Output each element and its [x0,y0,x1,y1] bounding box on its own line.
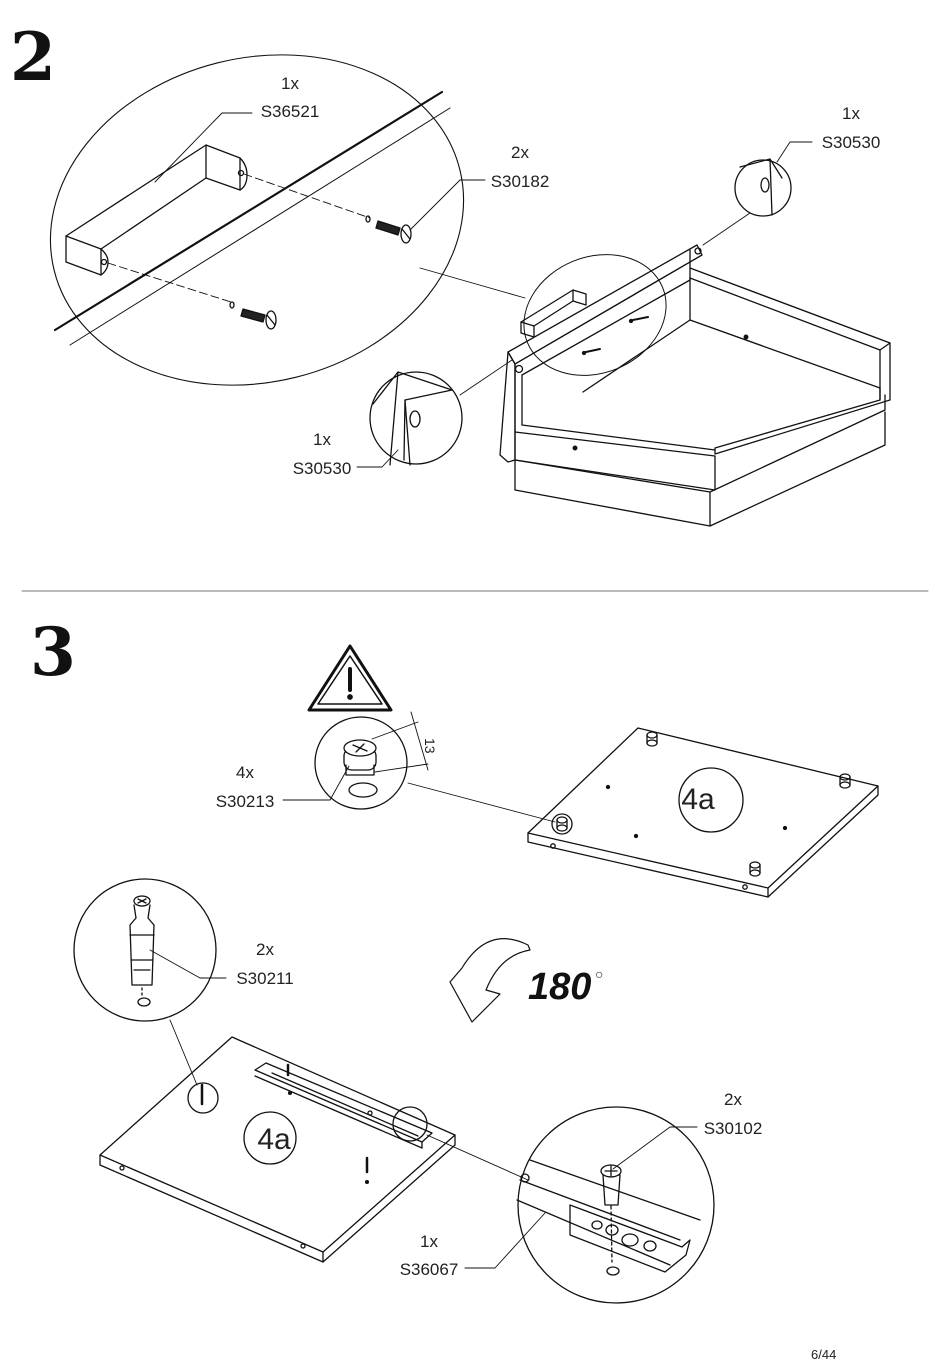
rotation-label: 180 [528,966,592,1008]
dowel-bubble [74,879,226,1085]
page-number: 6/44 [811,1347,837,1362]
drawer-box [500,245,890,526]
cam-left-qty-label: 1x [313,430,331,449]
handle-part [66,145,247,275]
screw-upper [366,216,411,243]
panel-4a-top [528,728,878,897]
rotate-arrow-icon [450,939,530,1022]
dowel-code-label: S30211 [236,969,294,988]
cam-lock-code-label: S30213 [215,792,275,811]
degree-symbol: ○ [595,966,604,982]
panel-label-top: 4a [681,783,715,816]
panel-label-bottom: 4a [257,1123,291,1156]
cam-bubble-right [703,142,812,245]
runner-code-label: S36067 [399,1260,459,1279]
warning-icon [309,646,391,710]
cam-bubble-left [357,360,512,467]
step-number-3: 3 [30,613,76,691]
runner-qty-label: 1x [420,1232,438,1251]
panel-4a-bottom [100,1037,528,1262]
dowel-qty-label: 2x [256,940,274,959]
step-number-2: 2 [10,18,56,96]
screw-qty-label: 2x [511,143,529,162]
drawer-front-detail-bubble [506,234,685,396]
cam-lock-qty-label: 4x [236,763,254,782]
handle-code-label: S36521 [260,102,320,121]
dimension-label: 13 [422,738,438,754]
cam-left-code-label: S30530 [292,459,352,478]
screw-code-label: S30182 [490,172,550,191]
runner-screw-qty-label: 2x [724,1090,742,1109]
cam-lock-bubble [283,712,555,822]
runner-screw-code-label: S30102 [703,1119,763,1138]
cam-right-code-label: S30530 [821,133,881,152]
runner-screw-bubble [465,1107,714,1303]
cam-right-qty-label: 1x [842,104,860,123]
screw-lower [230,302,276,329]
handle-detail-bubble [15,12,499,427]
handle-qty-label: 1x [281,74,299,93]
